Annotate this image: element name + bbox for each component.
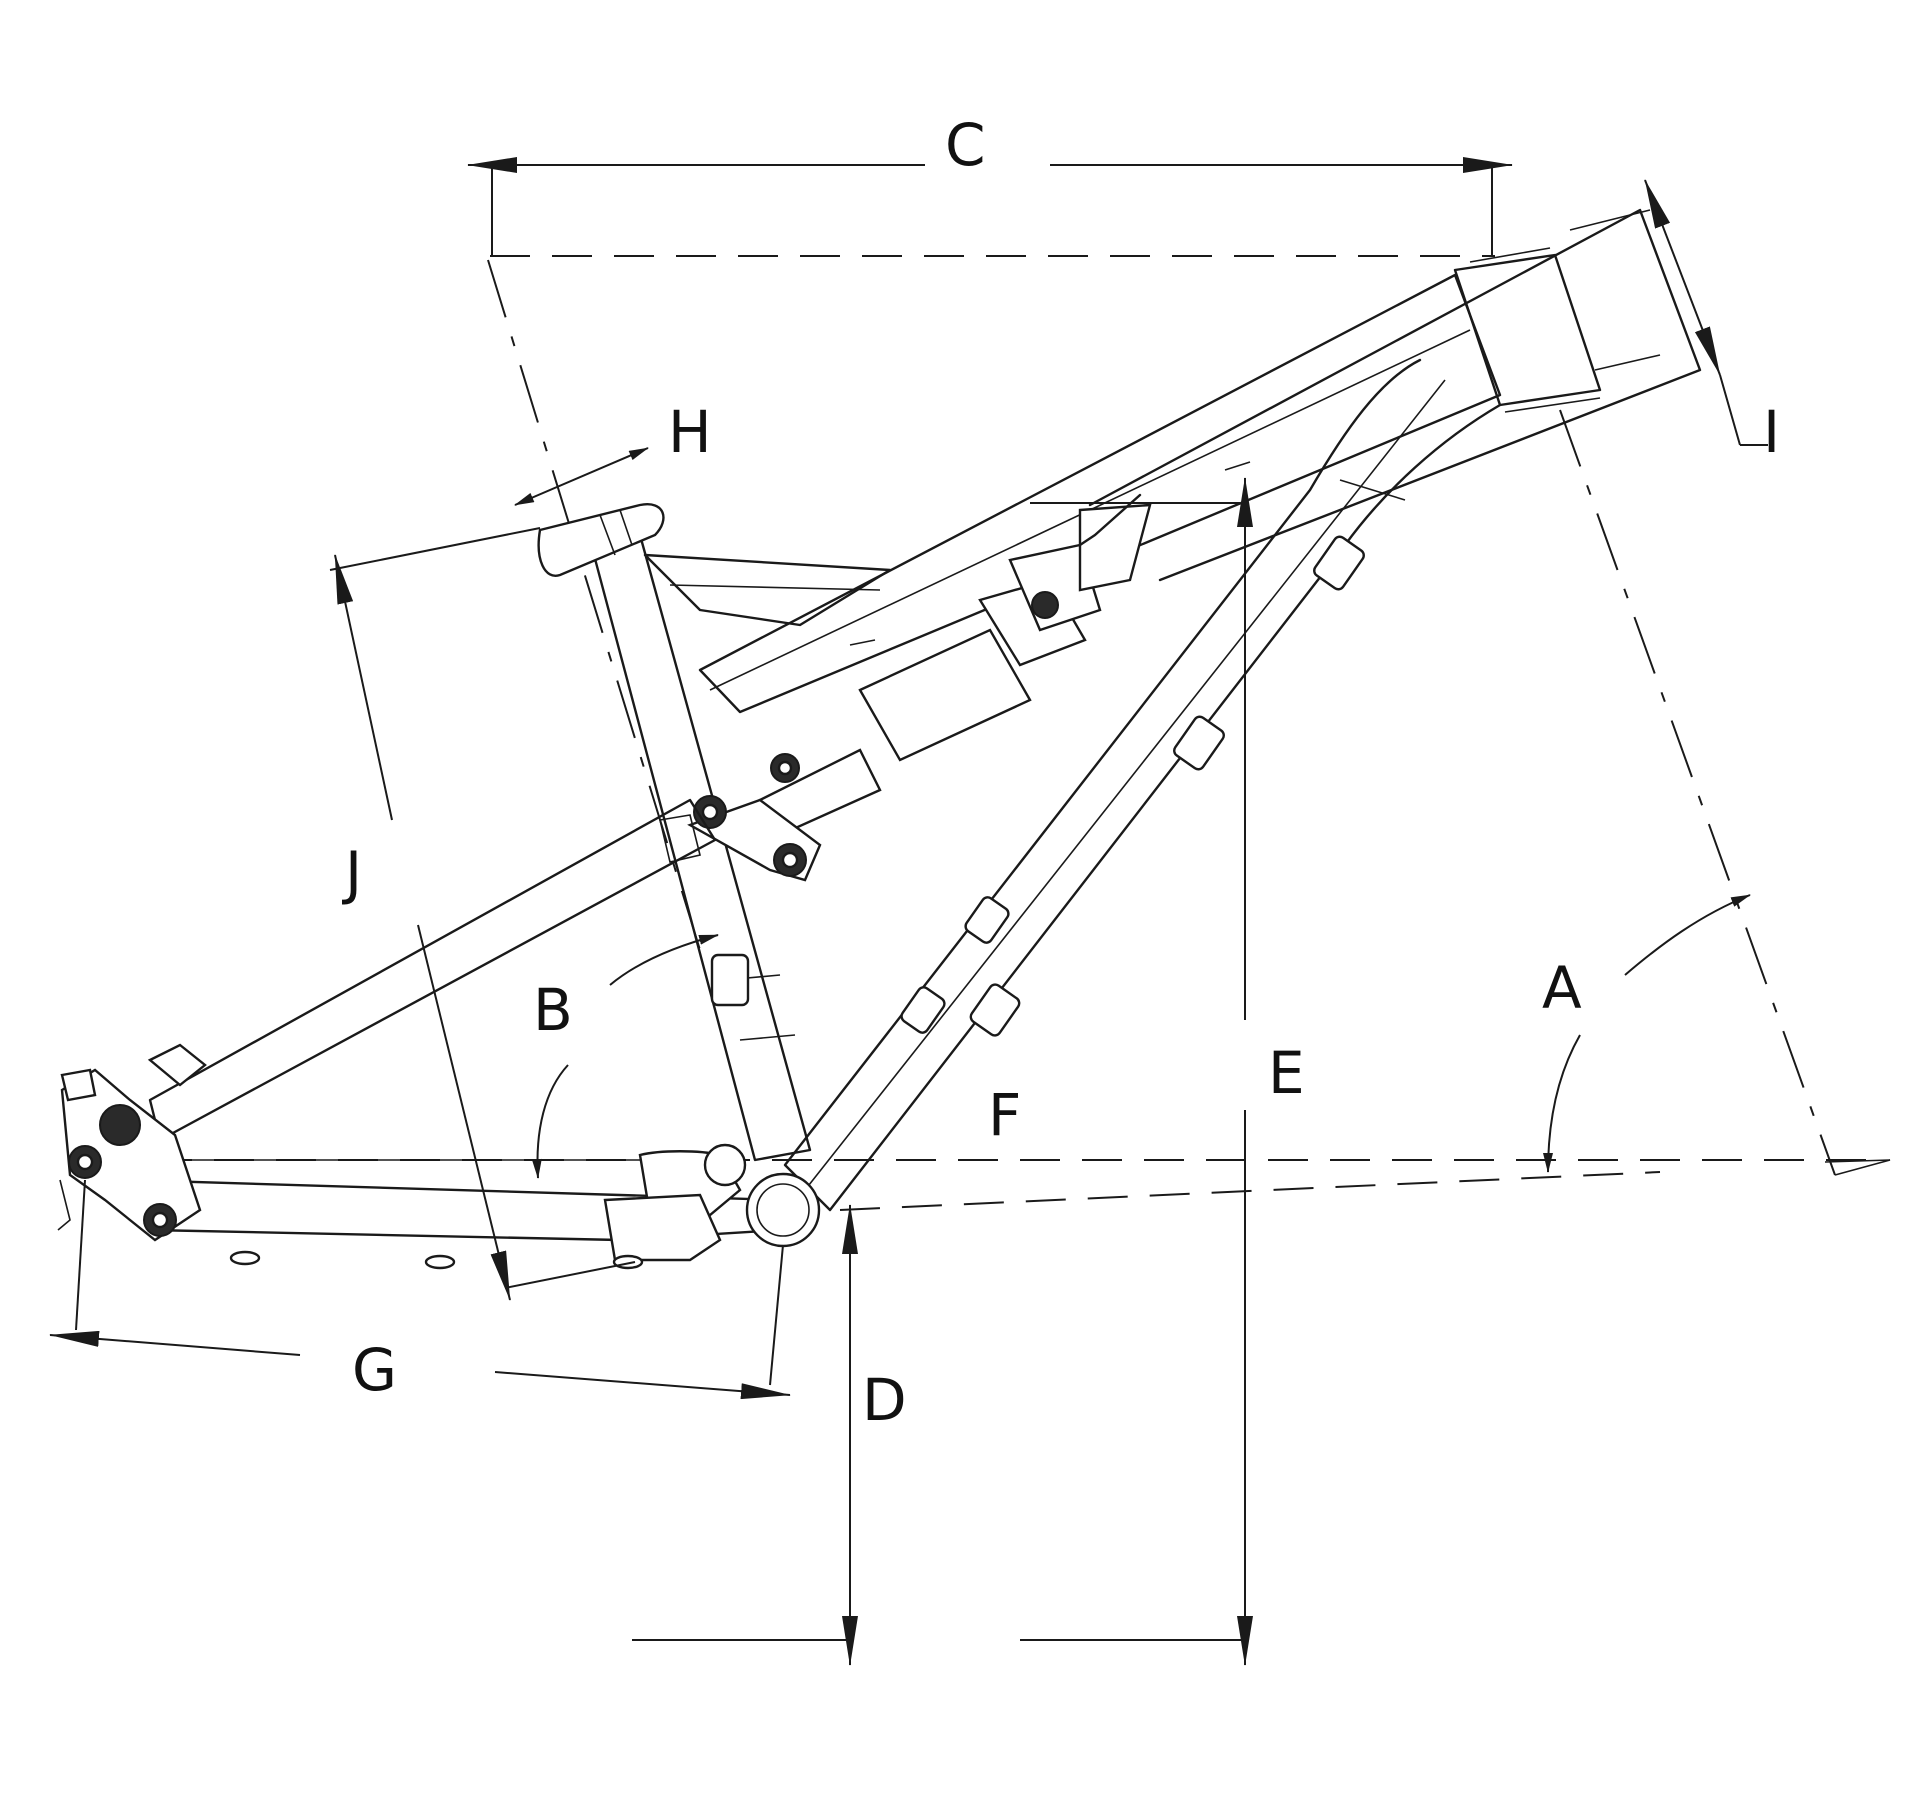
dimension-h — [514, 447, 649, 506]
label-h: H — [668, 398, 712, 466]
label-a: A — [1542, 954, 1582, 1022]
label-b: B — [533, 976, 573, 1044]
bolts — [229, 461, 1251, 1270]
bike-frame — [57, 208, 1702, 1270]
dimension-b-arc — [609, 934, 719, 986]
bb-line — [839, 1171, 1661, 1211]
dimension-i — [1644, 179, 1721, 376]
label-f: F — [988, 1081, 1021, 1149]
rear-shock — [758, 493, 1152, 837]
rear-dropout — [57, 1043, 207, 1242]
reference-lines — [90, 255, 1891, 1211]
dimension-b-arc-lower — [531, 1064, 569, 1179]
bottom-bracket — [745, 1172, 821, 1248]
dimension-j-lower — [417, 924, 511, 1301]
label-c: C — [945, 111, 986, 179]
dimensions — [49, 157, 1768, 1666]
axis-end-tick — [1824, 1159, 1891, 1176]
dimension-g-left — [49, 1330, 301, 1356]
dimension-a-arc-lower — [1543, 1034, 1581, 1173]
dimension-g-right — [494, 1371, 791, 1400]
head-tube-axis — [1559, 409, 1836, 1176]
dimension-labels: A B C D E F G H I J — [342, 111, 1780, 1434]
label-d: D — [862, 1366, 907, 1434]
top-tube-upper — [1088, 208, 1702, 582]
top-tube — [698, 273, 1502, 714]
cable-guides — [900, 535, 1365, 1037]
rocker-link — [659, 795, 822, 882]
head-tube — [1453, 253, 1602, 407]
seat-tube-axis — [487, 259, 701, 951]
dimension-j-upper — [334, 554, 393, 821]
down-tube — [783, 358, 1502, 1212]
label-e: E — [1268, 1039, 1305, 1107]
seat-clamp — [537, 503, 665, 577]
label-i: I — [1763, 398, 1780, 466]
dimension-a-arc — [1624, 894, 1751, 976]
label-j: J — [342, 839, 362, 907]
label-g: G — [352, 1336, 397, 1404]
brace — [643, 553, 892, 627]
